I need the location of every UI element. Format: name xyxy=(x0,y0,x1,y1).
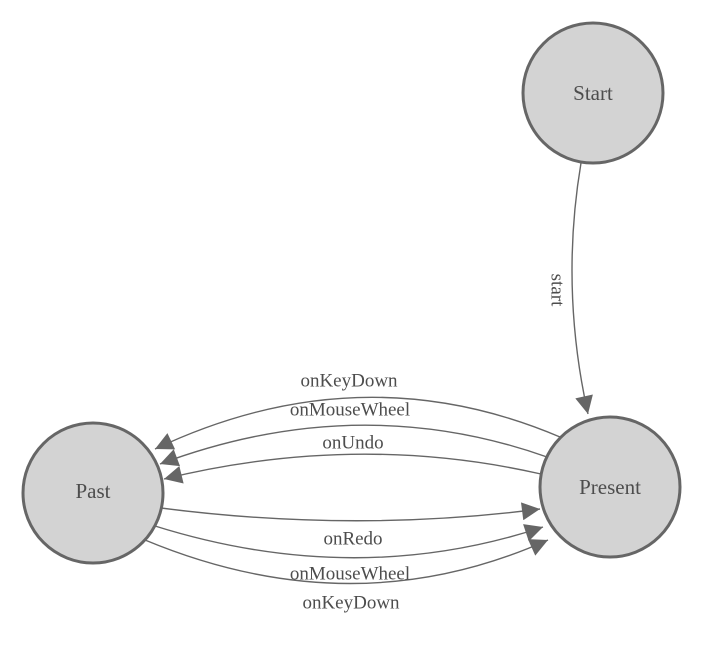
node-start-circle[interactable] xyxy=(521,21,665,165)
edge-label-onkeydown-top: onKeyDown xyxy=(300,371,398,392)
edge-start-to-present[interactable] xyxy=(571,162,593,415)
node-past-circle[interactable] xyxy=(21,421,165,565)
edge-past-to-present-onkeydown[interactable] xyxy=(144,539,549,585)
edge-present-to-past-onundo[interactable] xyxy=(163,453,542,484)
edge-label-onkeydown-bottom: onKeyDown xyxy=(302,593,400,614)
node-past-label: Past xyxy=(75,479,110,503)
node-present[interactable]: Present xyxy=(538,415,682,559)
edge-label-start: start xyxy=(547,274,568,307)
node-present-circle[interactable] xyxy=(538,415,682,559)
edge-label-onmousewheel-bottom: onMouseWheel xyxy=(290,564,410,585)
edge-label-onredo: onRedo xyxy=(323,529,382,550)
edge-labels-group: start onKeyDown onMouseWheel onUndo onRe… xyxy=(290,274,568,614)
edge-past-to-present-onredo[interactable] xyxy=(160,502,541,522)
edge-label-onmousewheel-top: onMouseWheel xyxy=(290,400,410,421)
node-present-label: Present xyxy=(579,475,641,499)
edge-present-to-past-onmousewheel[interactable] xyxy=(159,424,548,467)
node-start[interactable]: Start xyxy=(521,21,665,165)
edge-past-to-present-onmousewheel[interactable] xyxy=(154,524,544,559)
node-past[interactable]: Past xyxy=(21,421,165,565)
edge-present-to-past-onkeydown[interactable] xyxy=(154,396,561,450)
node-start-label: Start xyxy=(573,81,613,105)
edge-label-onundo: onUndo xyxy=(322,433,383,454)
edges-group xyxy=(144,162,593,585)
